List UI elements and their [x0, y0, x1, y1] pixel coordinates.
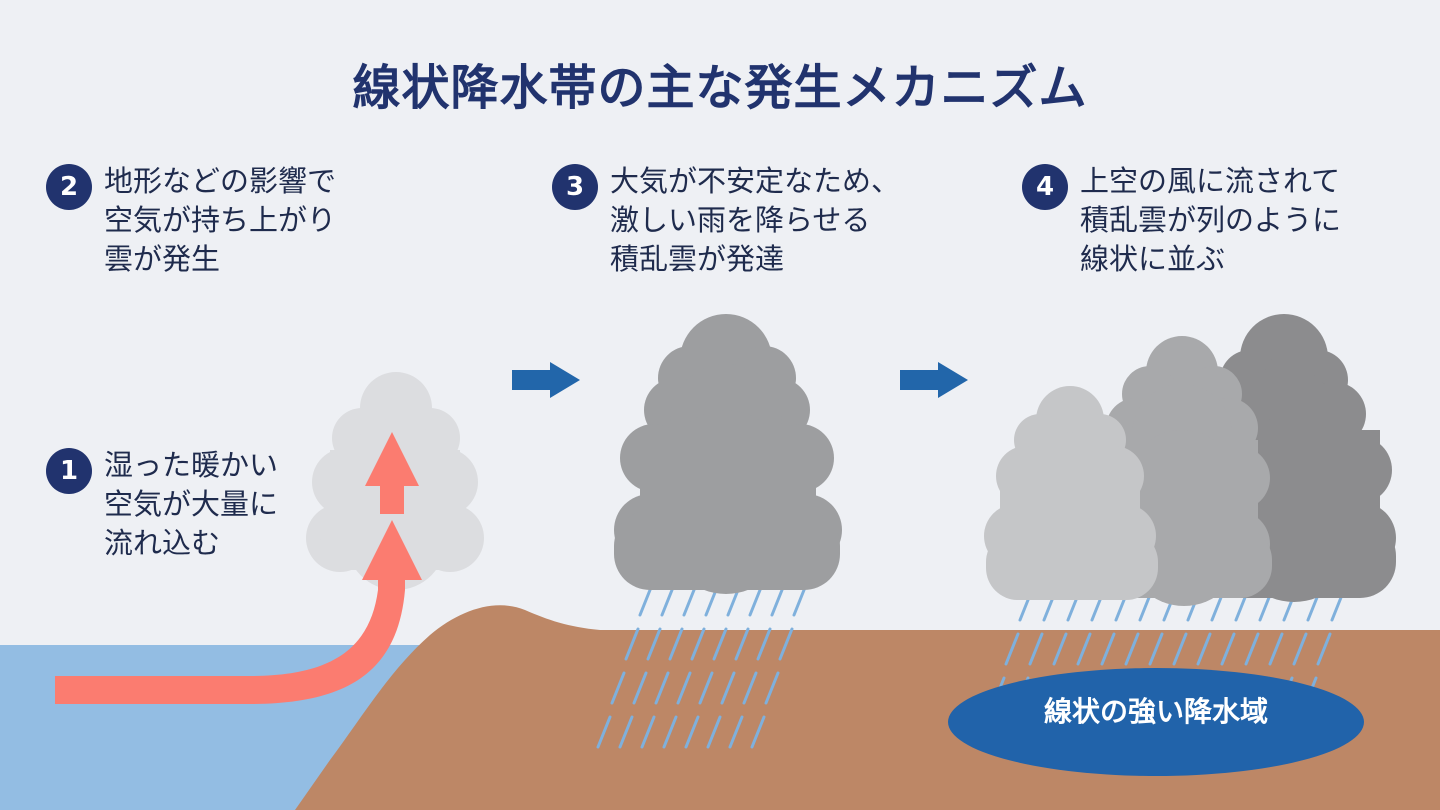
rain-streak	[706, 715, 722, 749]
step-number-badge: 2	[46, 164, 92, 210]
rain-streak	[1100, 632, 1116, 666]
rain-streak	[1316, 632, 1332, 666]
rain-streak	[1196, 632, 1212, 666]
rain-streak	[756, 627, 772, 661]
rain-streak	[1004, 632, 1020, 666]
rain-streak	[646, 627, 662, 661]
rain-streak	[698, 671, 714, 705]
rain-streak	[596, 715, 612, 749]
heavy-rain-region	[948, 668, 1364, 776]
rain-streak	[720, 671, 736, 705]
rain-streak	[654, 671, 670, 705]
rain-streak	[1052, 632, 1068, 666]
rain-streak	[690, 627, 706, 661]
cumulonimbus-cloud	[614, 314, 842, 594]
rain-streak	[1220, 632, 1236, 666]
rain-streak	[668, 627, 684, 661]
rain-streak	[764, 671, 780, 705]
rain-icon	[596, 583, 808, 749]
right-arrow-icon-2	[900, 362, 968, 398]
cloud-mid	[1096, 336, 1272, 606]
right-arrow-icon	[512, 362, 580, 398]
rain-streak	[1076, 632, 1092, 666]
step-2: 2 地形などの影響で 空気が持ち上がり 雲が発生	[46, 164, 336, 279]
rain-streak	[728, 715, 744, 749]
step-description: 湿った暖かい 空気が大量に 流れ込む	[104, 448, 279, 560]
step-number-badge: 3	[552, 164, 598, 210]
rain-streak	[624, 627, 640, 661]
rain-streak	[1148, 632, 1164, 666]
step-description: 大気が不安定なため、 激しい雨を降らせる 積乱雲が発達	[610, 164, 901, 276]
rain-streak	[1028, 632, 1044, 666]
step-description: 地形などの影響で 空気が持ち上がり 雲が発生	[104, 164, 337, 276]
rain-streak	[1244, 632, 1260, 666]
rain-streak	[684, 715, 700, 749]
rain-streak	[712, 627, 728, 661]
up-arrow-icon	[55, 432, 422, 704]
rain-streak	[610, 671, 626, 705]
rain-streak	[750, 715, 766, 749]
step-number-badge: 4	[1022, 164, 1068, 210]
rain-streak	[1268, 632, 1284, 666]
rain-streak	[676, 671, 692, 705]
rain-streak	[734, 627, 750, 661]
rain-streak	[632, 671, 648, 705]
heavy-rain-region-label: 線状の強い降水域	[1043, 695, 1268, 728]
rain-streak	[662, 715, 678, 749]
cloud-light	[984, 386, 1158, 600]
rain-streak	[778, 627, 794, 661]
step-number-badge: 1	[46, 448, 92, 494]
step-description: 上空の風に流されて 積乱雲が列のように 線状に並ぶ	[1080, 164, 1342, 276]
step-1: 1 湿った暖かい 空気が大量に 流れ込む	[46, 448, 278, 563]
rain-streak	[618, 715, 634, 749]
rain-streak	[1172, 632, 1188, 666]
step-4: 4 上空の風に流されて 積乱雲が列のように 線状に並ぶ	[1022, 164, 1341, 279]
page-title: 線状降水帯の主な発生メカニズム	[352, 60, 1088, 116]
step-3: 3 大気が不安定なため、 激しい雨を降らせる 積乱雲が発達	[552, 164, 900, 279]
rain-streak	[1124, 632, 1140, 666]
rain-streak	[640, 715, 656, 749]
rain-streak	[1292, 632, 1308, 666]
rain-streak	[742, 671, 758, 705]
